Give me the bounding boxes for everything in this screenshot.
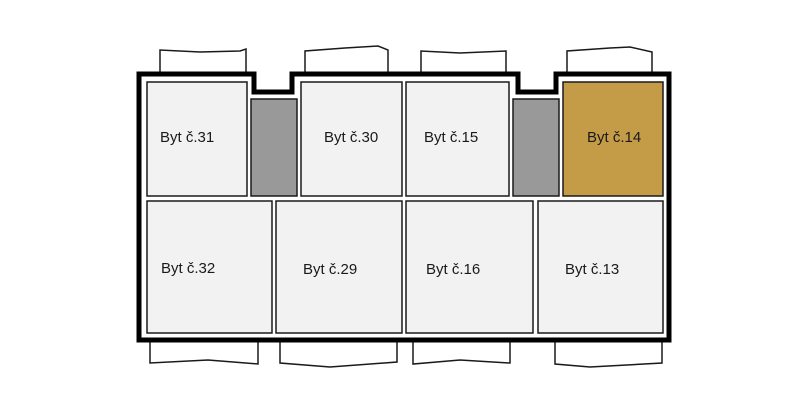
balcony [149,340,259,365]
stair-core [512,98,560,197]
apartment-label: Byt č.13 [565,261,619,278]
apartment-label: Byt č.30 [324,129,378,146]
balcony [420,50,507,73]
apartment-29[interactable]: Byt č.29 [275,200,403,334]
apartment-31[interactable]: Byt č.31 [146,81,248,197]
stair-core [250,98,298,197]
balcony [566,46,653,73]
apartment-label: Byt č.14 [587,129,641,146]
balcony [304,45,389,73]
balcony [279,340,398,368]
apartment-30[interactable]: Byt č.30 [300,81,403,197]
balcony [159,47,247,73]
apartment-label: Byt č.15 [424,129,478,146]
apartment-32[interactable]: Byt č.32 [146,200,273,334]
balcony [412,340,511,365]
apartment-16[interactable]: Byt č.16 [405,200,534,334]
apartment-15[interactable]: Byt č.15 [405,81,510,197]
balcony [554,340,663,368]
apartment-label: Byt č.16 [426,261,480,278]
apartment-label: Byt č.31 [160,129,214,146]
apartment-label: Byt č.32 [161,260,215,277]
apartment-14[interactable]: Byt č.14 [562,81,664,197]
apartment-label: Byt č.29 [303,261,357,278]
apartment-13[interactable]: Byt č.13 [537,200,664,334]
